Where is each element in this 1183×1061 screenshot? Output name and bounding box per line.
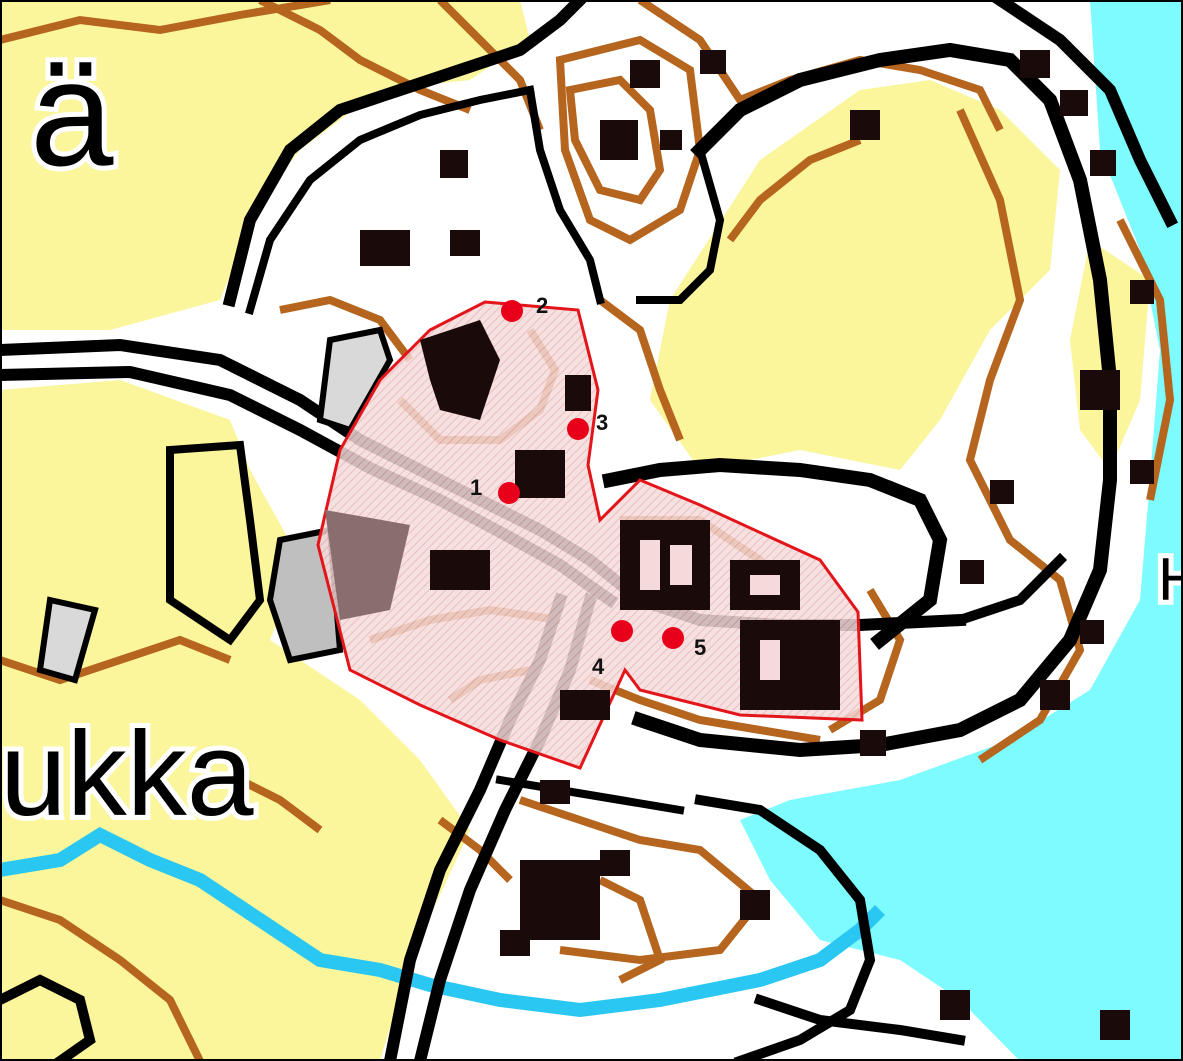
- area-buildings: [325, 320, 840, 720]
- marker-label: 5: [694, 635, 706, 660]
- marker-label: 3: [596, 410, 608, 435]
- marker-label: 1: [470, 475, 482, 500]
- place-label-top: ä: [30, 29, 114, 197]
- marker-dot[interactable]: [501, 300, 523, 322]
- edge-letter-label: H: [1158, 546, 1183, 613]
- marker-dot[interactable]: [567, 418, 589, 440]
- marker-dot[interactable]: [662, 627, 684, 649]
- area-building-cutouts: [640, 540, 780, 680]
- marker-4[interactable]: 4: [592, 620, 633, 679]
- markers[interactable]: 1 2 3 4 5: [470, 293, 706, 679]
- place-label-bottom: ukka: [0, 707, 254, 841]
- marker-2[interactable]: 2: [501, 293, 548, 322]
- water-areas: [740, 0, 1183, 1061]
- marker-dot[interactable]: [498, 482, 520, 504]
- marker-3[interactable]: 3: [567, 410, 608, 440]
- highlighted-area[interactable]: [316, 300, 864, 770]
- buildings: [360, 50, 1154, 1040]
- marker-label: 2: [536, 293, 548, 318]
- marker-dot[interactable]: [611, 620, 633, 642]
- marker-label: 4: [592, 654, 605, 679]
- marker-5[interactable]: 5: [662, 627, 706, 660]
- marker-1[interactable]: 1: [470, 475, 520, 504]
